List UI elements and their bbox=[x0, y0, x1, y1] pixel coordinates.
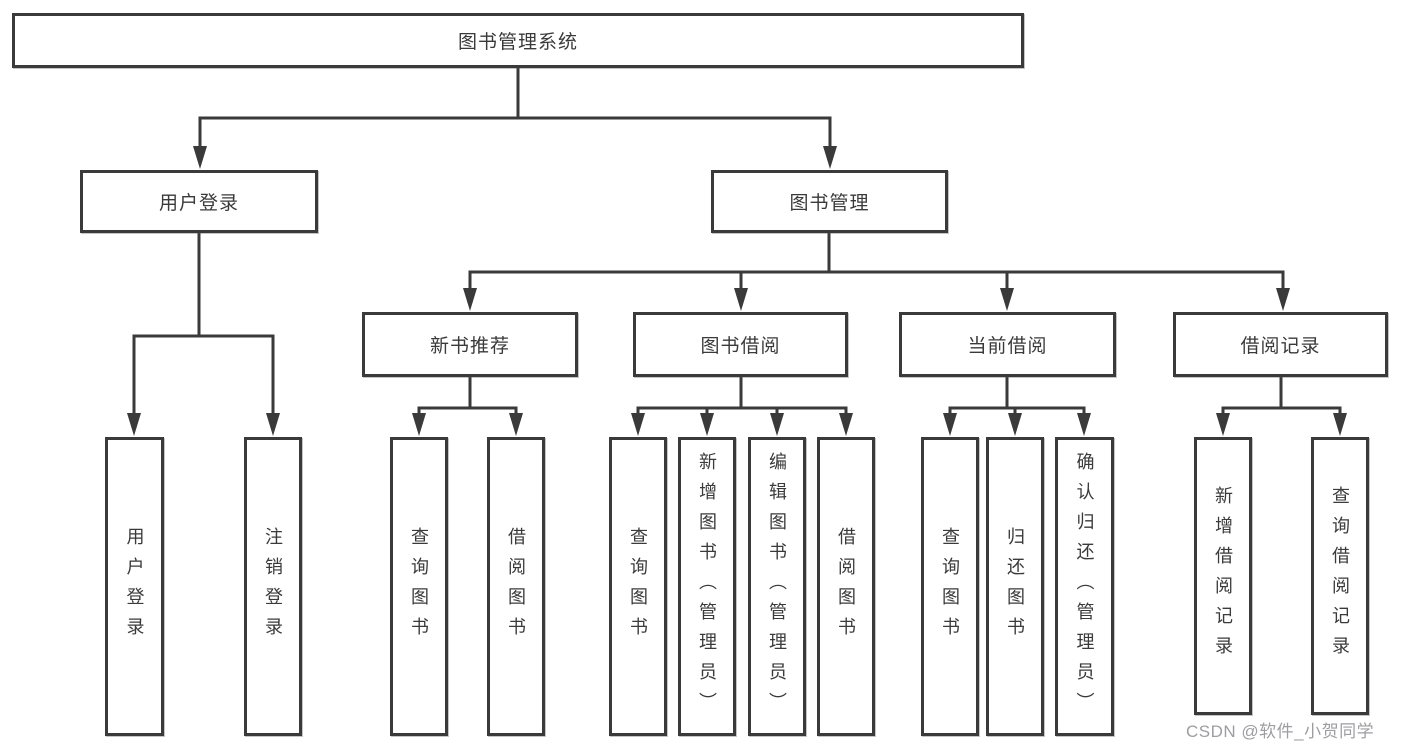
leaf-label: 借阅图书 bbox=[506, 526, 526, 647]
leaf-label: 查询图书 bbox=[628, 526, 648, 647]
leaf-query-books-3: 查询图书 bbox=[921, 437, 979, 736]
leaf-logout: 注销登录 bbox=[244, 437, 302, 736]
leaf-return-book: 归还图书 bbox=[986, 437, 1044, 736]
node-label: 图书管理 bbox=[789, 193, 870, 214]
node-book-borrow: 图书借阅 bbox=[633, 312, 848, 377]
leaf-user-login: 用户登录 bbox=[105, 437, 164, 736]
node-label: 借阅记录 bbox=[1240, 336, 1321, 357]
leaf-query-borrow-record: 查询借阅记录 bbox=[1311, 437, 1369, 715]
leaf-label: 编辑图书（管理员） bbox=[767, 451, 787, 722]
leaf-query-books-1: 查询图书 bbox=[390, 437, 448, 736]
node-label: 当前借阅 bbox=[967, 336, 1048, 357]
leaf-label: 注销登录 bbox=[263, 526, 283, 647]
node-new-book-recommend: 新书推荐 bbox=[362, 312, 578, 377]
node-user-login-branch: 用户登录 bbox=[80, 170, 318, 233]
leaf-label: 确认归还（管理员） bbox=[1074, 451, 1095, 722]
leaf-confirm-return-admin: 确认归还（管理员） bbox=[1055, 437, 1114, 736]
leaf-label: 查询借阅记录 bbox=[1330, 486, 1350, 666]
leaf-label: 用户登录 bbox=[124, 526, 145, 647]
leaf-borrow-books-2: 借阅图书 bbox=[817, 437, 875, 736]
node-label: 图书管理系统 bbox=[457, 32, 578, 53]
leaf-label: 新增图书（管理员） bbox=[697, 451, 717, 722]
leaf-label: 归还图书 bbox=[1005, 526, 1025, 647]
node-label: 用户登录 bbox=[158, 193, 239, 214]
leaf-edit-book-admin: 编辑图书（管理员） bbox=[748, 437, 806, 736]
node-current-borrow: 当前借阅 bbox=[899, 312, 1116, 377]
leaf-add-borrow-record: 新增借阅记录 bbox=[1194, 437, 1252, 715]
leaf-label: 查询图书 bbox=[409, 526, 429, 647]
leaf-label: 借阅图书 bbox=[836, 526, 856, 647]
leaf-label: 查询图书 bbox=[940, 526, 960, 647]
leaf-borrow-books-1: 借阅图书 bbox=[487, 437, 545, 736]
node-book-management-branch: 图书管理 bbox=[711, 170, 948, 233]
node-label: 图书借阅 bbox=[700, 336, 781, 357]
node-root-system: 图书管理系统 bbox=[12, 13, 1024, 68]
node-label: 新书推荐 bbox=[429, 336, 510, 357]
node-borrow-records: 借阅记录 bbox=[1173, 312, 1388, 377]
csdn-watermark: CSDN @软件_小贺同学 bbox=[1186, 722, 1375, 741]
leaf-label: 新增借阅记录 bbox=[1213, 486, 1233, 666]
leaf-query-books-2: 查询图书 bbox=[609, 437, 667, 736]
leaf-add-book-admin: 新增图书（管理员） bbox=[678, 437, 736, 736]
